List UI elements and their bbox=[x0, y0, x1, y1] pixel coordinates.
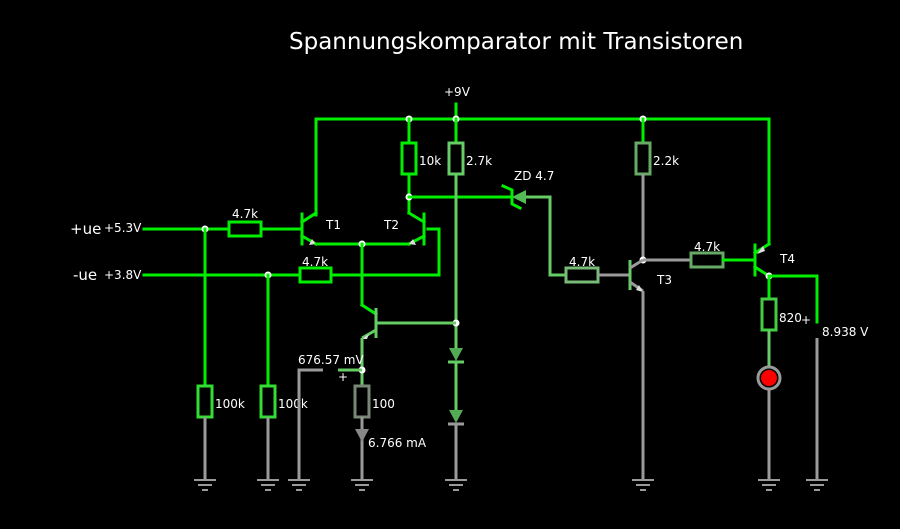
transistor-current-source[interactable] bbox=[359, 302, 379, 340]
resistor-t3-base[interactable] bbox=[564, 266, 600, 284]
diode-2[interactable] bbox=[448, 410, 464, 426]
ground-icon bbox=[288, 479, 310, 491]
resistor-in-minus-label: 4.7k bbox=[302, 255, 328, 269]
t4-label: T4 bbox=[779, 252, 795, 266]
input-minus-voltage: +3.8V bbox=[104, 268, 142, 282]
ground-icon bbox=[632, 479, 654, 491]
ground-icon bbox=[257, 479, 279, 491]
resistor-t3-collector-label: 2.2k bbox=[653, 154, 679, 168]
resistor-t3-base-label: 4.7k bbox=[569, 255, 595, 269]
resistor-in-plus[interactable] bbox=[227, 220, 263, 238]
input-plus-name: +ue bbox=[70, 220, 101, 238]
plus-sign: + bbox=[801, 313, 811, 327]
emitter-voltage-readout: 676.57 mV bbox=[298, 353, 364, 367]
resistor-pulldown-plus-label: 100k bbox=[215, 397, 245, 411]
resistor-pulldown-minus-label: 100k bbox=[278, 397, 308, 411]
transistor-t3[interactable] bbox=[628, 258, 644, 293]
ground-icon bbox=[758, 479, 780, 491]
resistor-pulldown-plus[interactable] bbox=[196, 384, 214, 419]
resistor-in-plus-label: 4.7k bbox=[232, 207, 258, 221]
resistor-t4-base-label: 4.7k bbox=[694, 240, 720, 254]
emitter-current-readout: 6.766 mA bbox=[368, 436, 427, 450]
led-indicator bbox=[761, 370, 777, 386]
transistor-t1[interactable] bbox=[299, 210, 319, 247]
ground-icon bbox=[806, 479, 828, 491]
zener-diode[interactable] bbox=[501, 184, 526, 211]
wire[interactable] bbox=[329, 227, 441, 277]
current-arrow-icon bbox=[355, 429, 369, 442]
diode-1[interactable] bbox=[448, 348, 464, 364]
supply-label: +9V bbox=[444, 85, 471, 99]
t3-label: T3 bbox=[656, 273, 672, 287]
plus-sign: + bbox=[338, 370, 348, 384]
resistor-ref-label: 2.7k bbox=[466, 154, 492, 168]
input-minus-name: -ue bbox=[73, 266, 97, 284]
ground-icon bbox=[445, 479, 467, 491]
resistor-t3-collector[interactable] bbox=[634, 141, 652, 176]
zener-label: ZD 4.7 bbox=[514, 169, 554, 183]
top-rail[interactable] bbox=[314, 117, 771, 246]
output-wire[interactable] bbox=[767, 274, 819, 324]
resistor-emitter-label: 100 bbox=[372, 397, 395, 411]
voltmeter-probe-minus[interactable] bbox=[297, 368, 323, 480]
page-title: Spannungskomparator mit Transistoren bbox=[289, 29, 743, 55]
ground-icon bbox=[351, 479, 373, 491]
resistor-in-minus[interactable] bbox=[298, 266, 333, 284]
t1-label: T1 bbox=[325, 218, 341, 232]
input-plus-voltage: +5.3V bbox=[104, 221, 142, 235]
transistor-t4[interactable] bbox=[752, 241, 772, 279]
resistor-ref[interactable] bbox=[447, 141, 465, 176]
ground-icon bbox=[194, 479, 216, 491]
resistor-led[interactable] bbox=[760, 297, 778, 332]
output-voltage-readout: 8.938 V bbox=[822, 325, 869, 339]
resistor-t2-collector[interactable] bbox=[400, 141, 418, 176]
resistor-emitter[interactable] bbox=[353, 384, 371, 419]
resistor-led-label: 820 bbox=[779, 311, 802, 325]
resistor-t2-collector-label: 10k bbox=[419, 154, 441, 168]
resistor-pulldown-minus[interactable] bbox=[259, 384, 277, 419]
resistor-t4-base[interactable] bbox=[689, 251, 725, 269]
t2-label: T2 bbox=[383, 218, 399, 232]
wire[interactable] bbox=[526, 195, 566, 277]
transistor-t2[interactable] bbox=[406, 210, 427, 247]
